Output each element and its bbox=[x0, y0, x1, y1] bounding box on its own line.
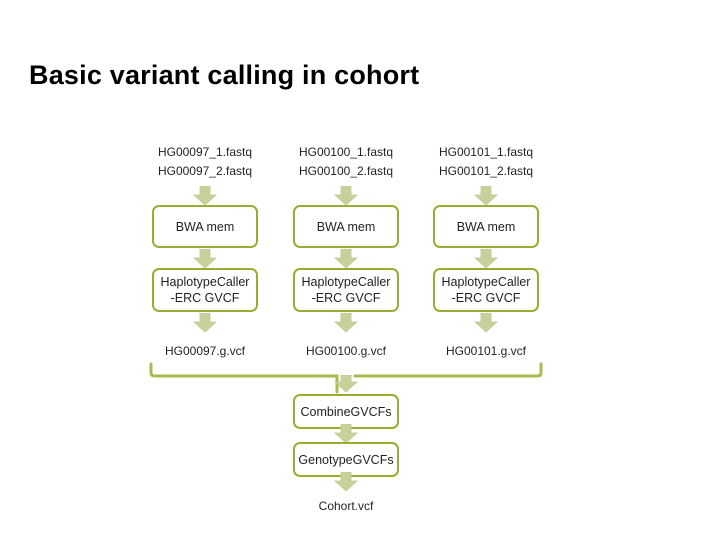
final-output-label: Cohort.vcf bbox=[318, 499, 374, 513]
input-fastq-label-3-read1: HG00101_1.fastq bbox=[438, 145, 534, 159]
arrow-combine-to-genotype bbox=[334, 424, 358, 444]
node-label-line1: HaplotypeCaller bbox=[301, 275, 391, 289]
arrow-bwa-to-haplotypecaller-1 bbox=[193, 249, 217, 269]
node-label-line2: -ERC GVCF bbox=[170, 291, 240, 305]
node-haplotypecaller-2[interactable]: HaplotypeCaller -ERC GVCF bbox=[293, 268, 399, 312]
arrow-fastq-to-bwa-1 bbox=[193, 186, 217, 206]
input-fastq-label-3-read2: HG00101_2.fastq bbox=[438, 164, 534, 178]
page-title: Basic variant calling in cohort bbox=[29, 60, 420, 90]
node-bwa-mem-3[interactable]: BWA mem bbox=[433, 205, 539, 248]
arrow-haplotypecaller-to-gvcf-2 bbox=[334, 313, 358, 333]
output-gvcf-label-2: HG00100.g.vcf bbox=[305, 344, 387, 358]
output-gvcf-label-3: HG00101.g.vcf bbox=[445, 344, 527, 358]
node-label: CombineGVCFs bbox=[300, 404, 392, 419]
node-label-line2: -ERC GVCF bbox=[451, 291, 521, 305]
input-fastq-label-2-read2: HG00100_2.fastq bbox=[298, 164, 394, 178]
node-label: GenotypeGVCFs bbox=[298, 452, 394, 467]
input-fastq-label-2-read1: HG00100_1.fastq bbox=[298, 145, 394, 159]
arrow-bracket-to-combinegvcfs bbox=[334, 375, 358, 393]
node-genotype-gvcfs[interactable]: GenotypeGVCFs bbox=[293, 442, 399, 477]
arrow-haplotypecaller-to-gvcf-3 bbox=[474, 313, 498, 333]
arrow-bwa-to-haplotypecaller-2 bbox=[334, 249, 358, 269]
node-haplotypecaller-3[interactable]: HaplotypeCaller -ERC GVCF bbox=[433, 268, 539, 312]
node-label-line1: HaplotypeCaller bbox=[441, 275, 531, 289]
arrow-fastq-to-bwa-2 bbox=[334, 186, 358, 206]
arrow-genotype-to-cohort-vcf bbox=[334, 472, 358, 492]
node-label-line1: HaplotypeCaller bbox=[160, 275, 250, 289]
input-fastq-label-1-read1: HG00097_1.fastq bbox=[157, 145, 253, 159]
node-haplotypecaller-1[interactable]: HaplotypeCaller -ERC GVCF bbox=[152, 268, 258, 312]
arrow-haplotypecaller-to-gvcf-1 bbox=[193, 313, 217, 333]
node-label-line2: -ERC GVCF bbox=[311, 291, 381, 305]
node-bwa-mem-1[interactable]: BWA mem bbox=[152, 205, 258, 248]
node-label: BWA mem bbox=[316, 219, 376, 234]
node-label: BWA mem bbox=[175, 219, 235, 234]
arrow-fastq-to-bwa-3 bbox=[474, 186, 498, 206]
node-label: BWA mem bbox=[456, 219, 516, 234]
arrow-bwa-to-haplotypecaller-3 bbox=[474, 249, 498, 269]
input-fastq-label-1-read2: HG00097_2.fastq bbox=[157, 164, 253, 178]
output-gvcf-label-1: HG00097.g.vcf bbox=[164, 344, 246, 358]
node-bwa-mem-2[interactable]: BWA mem bbox=[293, 205, 399, 248]
